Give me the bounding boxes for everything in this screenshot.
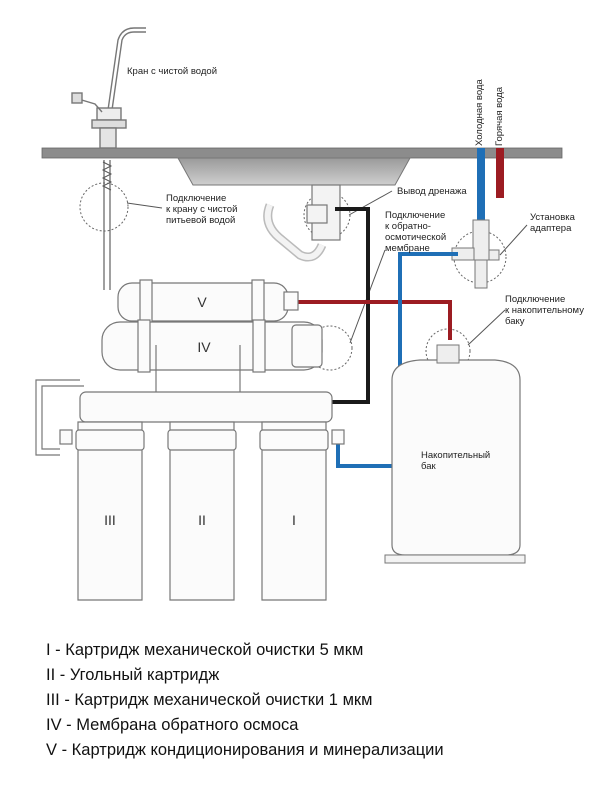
legend-item-i: I - Картридж механической очистки 5 мкм [46,641,364,659]
faucet-connection-label: Подключение к крану с чистой питьевой во… [166,193,238,226]
numeral-i: I [292,512,296,528]
cartridge-v [117,279,299,325]
numeral-iv: IV [197,339,211,355]
prefilter-manifold [35,345,345,456]
sink-bowl [177,157,411,186]
housing-ii [167,421,237,601]
feed-line-to-tank [296,300,452,340]
drain-outlet-label: Вывод дренажа [397,186,467,197]
housing-i [259,421,329,601]
legend-item-ii: II - Угольный картридж [46,666,220,684]
cartridge-iv [101,319,323,373]
faucet-label: Кран с чистой водой [127,66,218,77]
legend-item-iii: III - Картридж механической очистки 1 мк… [46,691,373,709]
adapter [451,219,500,289]
hot-water-label: Горячая вода [494,87,505,146]
numeral-v: V [197,294,207,310]
tank-connection-label: Подключение к накопительному баку [505,294,584,327]
faucet [71,27,146,290]
membrane-connection-label: Подключение к обратно- осмотической мемб… [385,210,447,254]
legend-item-iv: IV - Мембрана обратного осмоса [46,716,299,734]
adapter-install-label: Установка адаптера [530,212,575,234]
housing-iii [75,421,145,601]
cold-water-pipe [477,148,485,220]
numeral-iii: III [104,512,116,528]
legend-item-v: V - Картридж кондиционирования и минерал… [46,741,444,759]
cold-water-label: Холодная вода [474,79,485,146]
drain-line [322,207,370,404]
storage-tank [384,344,526,564]
legend: I - Картридж механической очистки 5 мкм … [46,638,444,763]
tank-label: Накопительный бак [421,450,491,472]
numeral-ii: II [198,512,206,528]
hot-water-pipe [496,148,504,198]
drain-siphon [263,184,341,262]
